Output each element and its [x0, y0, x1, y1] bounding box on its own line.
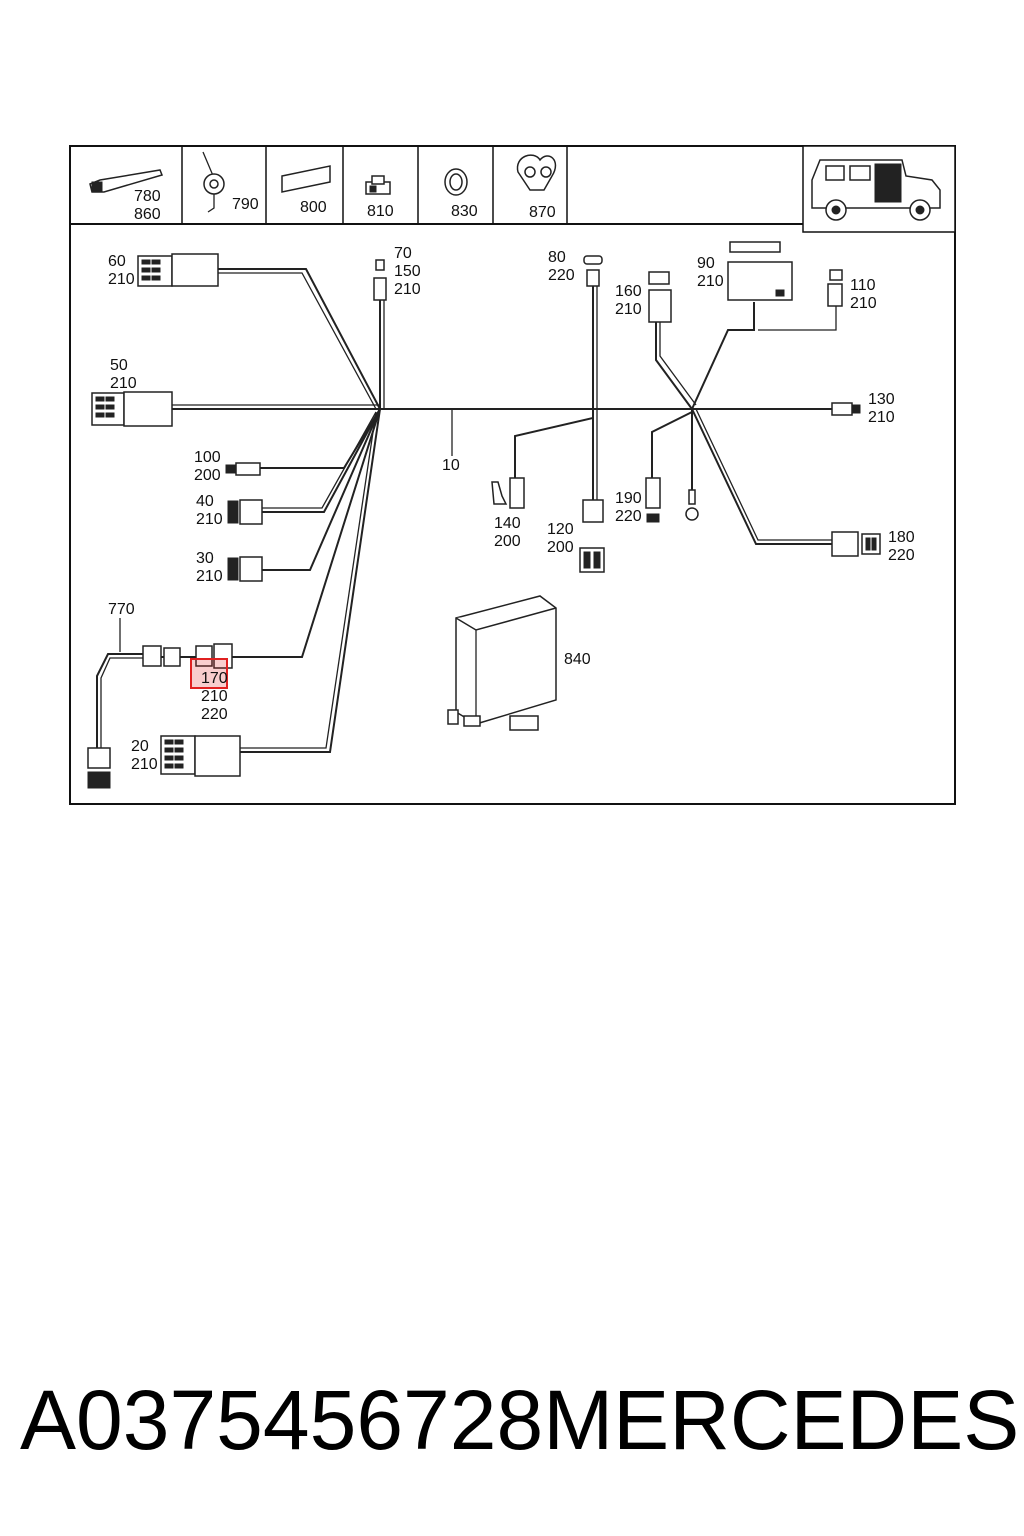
holder-icon — [365, 175, 391, 195]
callout-20-ref: 210 — [131, 756, 158, 773]
vehicle-icon — [811, 159, 941, 221]
connector-140 — [491, 477, 525, 509]
callout-50-ref: 210 — [110, 375, 137, 392]
label-780: 780 — [134, 188, 161, 205]
callout-160-ref: 210 — [615, 301, 642, 318]
part-number: A0375456728 — [20, 1373, 544, 1467]
ring-terminal — [685, 489, 699, 521]
callout-90: 90 — [697, 255, 715, 272]
highlight-box-170 — [190, 658, 228, 689]
callout-40-ref: 210 — [196, 511, 223, 528]
callout-labels: 60 210 70 150 210 80 220 90 210 160 210 … — [108, 245, 915, 773]
diagram-frame — [69, 145, 956, 805]
callout-50: 50 — [110, 357, 128, 374]
connector-30 — [227, 556, 263, 582]
connector-120 — [579, 499, 605, 573]
grommet-icon — [444, 168, 468, 196]
connector-80 — [583, 255, 603, 287]
callout-110: 110 — [850, 277, 876, 294]
control-unit-840 — [447, 595, 557, 731]
pad-icon — [281, 165, 331, 193]
header-cells — [181, 146, 568, 224]
callout-180-ref: 220 — [888, 547, 915, 564]
callout-170-ref-a: 210 — [201, 688, 228, 705]
connector-160 — [648, 271, 672, 323]
callout-90-ref: 210 — [697, 273, 724, 290]
connector-190 — [645, 477, 661, 523]
connector-50 — [91, 391, 173, 427]
callout-70-ref-b: 210 — [394, 281, 421, 298]
label-860: 860 — [134, 206, 161, 223]
callout-100: 100 — [194, 449, 221, 466]
connector-90 — [727, 241, 793, 301]
callout-70-ref-a: 150 — [394, 263, 421, 280]
clip-icon — [202, 151, 225, 213]
callout-80: 80 — [548, 249, 566, 266]
callout-40: 40 — [196, 493, 214, 510]
callout-20: 20 — [131, 738, 149, 755]
connector-170 — [142, 643, 233, 669]
callout-160: 160 — [615, 283, 642, 300]
label-870: 870 — [529, 204, 556, 221]
connector-770 — [87, 747, 111, 789]
connector-40 — [227, 499, 263, 525]
harness-wires — [96, 268, 837, 753]
connector-70 — [373, 259, 387, 301]
callout-180: 180 — [888, 529, 915, 546]
callout-170: 170 — [201, 670, 228, 687]
label-830: 830 — [451, 203, 478, 220]
callout-10: 10 — [442, 457, 460, 474]
callout-30-ref: 210 — [196, 568, 223, 585]
callout-60: 60 — [108, 253, 126, 270]
callout-80-ref: 220 — [548, 267, 575, 284]
callout-70: 70 — [394, 245, 412, 262]
brand-name: MERCEDES — [543, 1373, 1020, 1467]
callout-170-ref-b: 220 — [201, 706, 228, 723]
part-caption: A0375456728 MERCEDES — [20, 1373, 1019, 1467]
callout-770: 770 — [108, 601, 135, 618]
callout-60-ref: 210 — [108, 271, 135, 288]
clamp-icon — [516, 154, 557, 191]
label-810: 810 — [367, 203, 394, 220]
callout-130: 130 — [868, 391, 895, 408]
connector-20 — [160, 735, 241, 777]
cable-tie-icon — [89, 169, 164, 193]
connector-130 — [831, 402, 861, 416]
callout-140-ref: 200 — [494, 533, 521, 550]
callout-120-ref: 200 — [547, 539, 574, 556]
callout-840: 840 — [564, 651, 591, 668]
callout-140: 140 — [494, 515, 521, 532]
label-790: 790 — [232, 196, 259, 213]
callout-190: 190 — [615, 490, 642, 507]
connector-60 — [137, 253, 219, 287]
callout-30: 30 — [196, 550, 214, 567]
label-800: 800 — [300, 199, 327, 216]
connector-180 — [831, 531, 881, 557]
callout-130-ref: 210 — [868, 409, 895, 426]
callout-190-ref: 220 — [615, 508, 642, 525]
callout-110-ref: 210 — [850, 295, 877, 312]
callout-120: 120 — [547, 521, 574, 538]
connector-100 — [225, 462, 261, 476]
connector-110 — [827, 269, 843, 307]
callout-100-ref: 200 — [194, 467, 221, 484]
